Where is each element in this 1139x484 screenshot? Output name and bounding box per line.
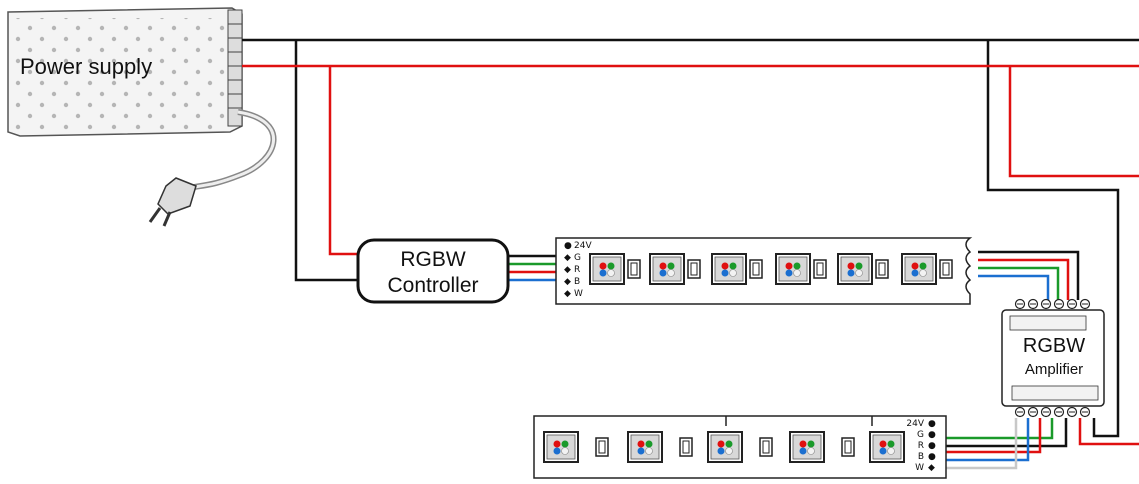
pin-label: G [917,430,924,440]
terminal-screw-icon [1066,298,1078,310]
rgbw-led-chip [789,431,825,463]
terminal-screw-icon [1027,298,1039,310]
pin-label: G [574,253,581,263]
terminal-screw-icon [1053,298,1065,310]
resistor-icon [749,259,763,279]
resistor-icon [627,259,641,279]
led-strip-2: ● 24V ● G ● R ● B ◆ W [533,415,947,479]
controller-title: RGBW [400,248,466,271]
amplifier-title: RGBW [1023,335,1085,357]
resistor-icon [679,437,693,457]
resistor-icon [939,259,953,279]
resistor-icon [595,437,609,457]
pin-marker-icon: ● [928,452,936,462]
rgbw-led-chip [837,253,873,285]
pin-marker-icon: ● [928,441,936,451]
pin-marker-icon: ◆ [564,253,571,263]
rgbw-led-chip [869,431,905,463]
pin-marker-icon: ● [564,241,572,251]
rgbw-led-chip [901,253,937,285]
rgbw-led-chip [649,253,685,285]
rgbw-led-chip [589,253,625,285]
pin-marker-icon: ● [928,419,936,429]
rgbw-led-chip [627,431,663,463]
pin-marker-icon: ◆ [564,289,571,299]
power-supply-label: Power supply [20,54,152,79]
pin-label: R [574,265,580,275]
amplifier-subtitle: Amplifier [1025,361,1083,378]
pin-marker-icon: ◆ [564,277,571,287]
terminal-screw-icon [1079,406,1091,418]
pin-label: B [918,452,924,462]
wires [242,38,1139,470]
terminal-screw-icon [1066,406,1078,418]
pin-label: 24V [906,419,924,429]
pin-label: W [574,289,583,299]
rgbw-led-chip [775,253,811,285]
terminal-screw-icon [1027,406,1039,418]
terminal-screw-icon [1040,406,1052,418]
pin-marker-icon: ● [928,430,936,440]
led-strip-1: ●24V◆G◆R◆B◆W [555,237,973,305]
resistor-icon [875,259,889,279]
resistor-icon [687,259,701,279]
resistor-icon [841,437,855,457]
terminal-screw-icon [1014,406,1026,418]
rgbw-led-chip [543,431,579,463]
resistor-icon [813,259,827,279]
mains-plug-icon [148,109,277,227]
rgbw-controller: RGBW Controller [356,238,510,304]
terminal-screw-icon [1053,406,1065,418]
rgbw-amplifier: RGBW Amplifier [1001,298,1105,418]
terminal-screw-icon [1040,298,1052,310]
pin-label: W [915,463,924,473]
pin-marker-icon: ◆ [564,265,571,275]
power-supply: Power supply [7,7,243,137]
pin-label: B [574,277,580,287]
pin-label: R [918,441,924,451]
pin-marker-icon: ◆ [928,463,935,473]
resistor-icon [759,437,773,457]
pin-label: 24V [574,241,592,251]
controller-subtitle: Controller [387,274,478,297]
terminal-screw-icon [1079,298,1091,310]
rgbw-led-chip [711,253,747,285]
terminal-screw-icon [1014,298,1026,310]
rgbw-led-chip [707,431,743,463]
